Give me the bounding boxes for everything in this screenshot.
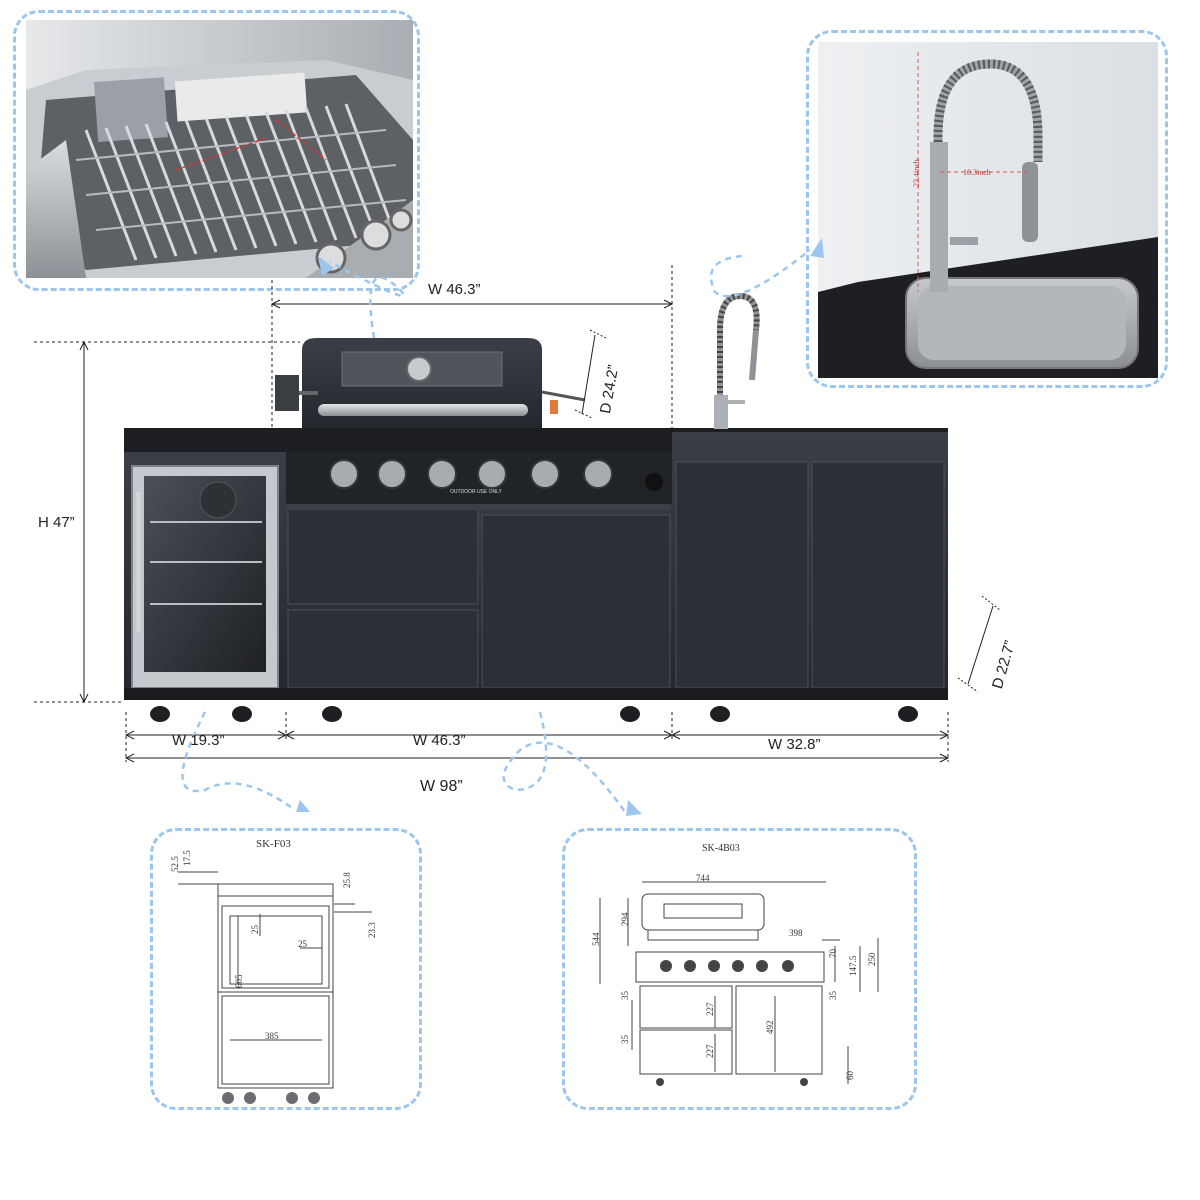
grill-dim-4: 398 (789, 928, 803, 938)
height-label: H 47” (38, 514, 75, 531)
grill-panel-label: OUTDOOR USE ONLY (450, 489, 502, 495)
grill-photo-callout (13, 10, 420, 291)
fridge-drawing-callout (150, 828, 422, 1110)
grill-width-label: W 46.3” (413, 732, 466, 749)
grill-model-label: SK-4B03 (702, 843, 740, 854)
fridge-dim-3: 25.8 (342, 872, 352, 888)
fridge-dim-4: 25 (250, 925, 260, 934)
grill-dim-7: 250 (867, 952, 877, 967)
fridge-dim-1: 52.5 (170, 856, 180, 872)
fridge-dim-7: 605 (234, 974, 244, 989)
grill-dim-11: 35 (828, 991, 838, 1000)
faucet-sink-photo: 23.4inch 10.3inch (818, 42, 1158, 378)
grill-dim-8: 35 (620, 991, 630, 1000)
fridge-dim-2: 17.5 (182, 850, 192, 866)
grill-dim-10: 492 (765, 1020, 775, 1035)
faucet-photo-callout (806, 30, 1168, 388)
sink-width-label: W 32.8” (768, 736, 821, 753)
grill-dim-14: 60 (845, 1071, 855, 1080)
total-width-label: W 98” (420, 778, 463, 795)
fridge-dim-8: 385 (265, 1031, 279, 1041)
grill-dim-5: 70 (828, 949, 838, 958)
faucet-width-label: 10.3inch (963, 168, 991, 177)
grill-dim-12: 35 (620, 1035, 630, 1044)
grill-dim-13: 227 (705, 1044, 715, 1059)
grill-dim-6: 147.5 (848, 955, 858, 976)
grill-dim-9: 227 (705, 1002, 715, 1017)
grill-drawing-callout (562, 828, 917, 1110)
fridge-width-label: W 19.3” (172, 732, 225, 749)
top-width-label: W 46.3” (428, 281, 481, 298)
grill-dim-3: 544 (591, 932, 601, 947)
fridge-dim-6: 25 (298, 939, 307, 949)
grill-dim-1: 744 (696, 873, 710, 883)
fridge-model-label: SK-F03 (256, 838, 291, 850)
grill-dim-2: 294 (620, 912, 630, 927)
fridge-dim-5: 23.3 (367, 922, 377, 938)
grill-interior-photo (26, 20, 413, 278)
